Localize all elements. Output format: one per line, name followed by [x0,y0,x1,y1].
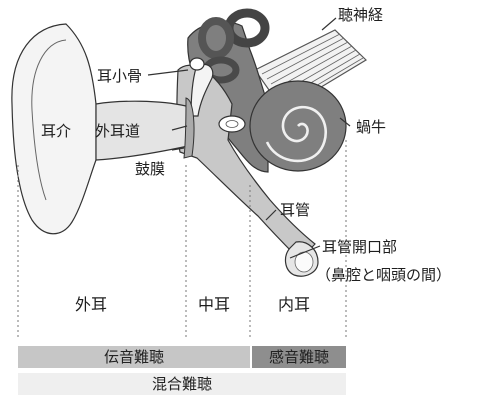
section-inner-ear: 内耳 [278,296,310,314]
label-auricle: 耳介 [41,122,71,140]
section-middle-ear: 中耳 [198,296,230,314]
sensorineural-hearing-loss-label: 感音難聴 [269,348,329,366]
label-eardrum: 鼓膜 [135,160,165,178]
conductive-hearing-loss-bar: 伝音難聴 [18,346,250,368]
label-ear-canal: 外耳道 [95,122,140,140]
label-eustachian-tube: 耳管 [280,201,310,219]
conductive-hearing-loss-label: 伝音難聴 [104,348,164,366]
label-cochlea: 蝸牛 [356,118,386,136]
mixed-hearing-loss-bar: 混合難聴 [18,373,346,395]
mixed-hearing-loss-label: 混合難聴 [152,375,212,393]
label-auditory-nerve: 聴神経 [338,6,383,24]
label-ossicles: 耳小骨 [97,67,142,85]
label-tube-opening-note: （鼻腔と咽頭の間） [316,266,451,284]
sensorineural-hearing-loss-bar: 感音難聴 [252,346,346,368]
section-outer-ear: 外耳 [75,296,107,314]
label-tube-opening: 耳管開口部 [322,238,397,256]
